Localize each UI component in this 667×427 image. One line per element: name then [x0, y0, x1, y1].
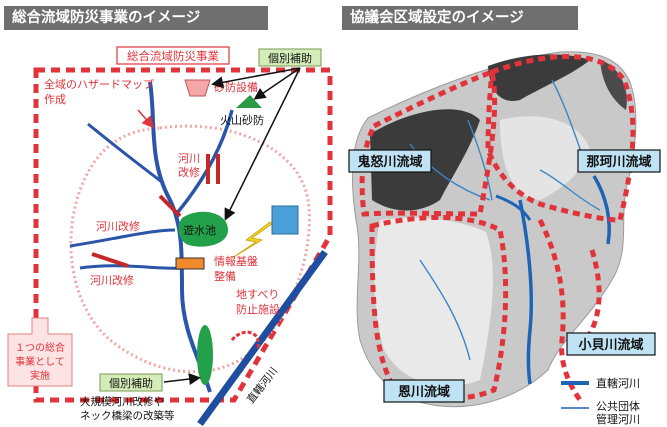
- basin-label-onu: 恩川流域: [398, 384, 450, 400]
- combined-project-line1: １つの総合: [15, 341, 65, 354]
- direct-river: [518, 199, 533, 385]
- hazard-arrow: [137, 109, 154, 129]
- lightning-icon: [231, 221, 273, 259]
- basin-label-naka: 那珂川流域: [586, 154, 651, 170]
- right-panel-title: 協議会区域設定のイメージ: [342, 6, 578, 30]
- landslide-line2: 防止施設: [236, 302, 280, 316]
- lowland-zone: [374, 217, 493, 387]
- improvement-segment: [91, 252, 129, 268]
- volcano-icon: [236, 95, 262, 108]
- program-label-box: [116, 46, 230, 65]
- subsidy-arrow: [211, 67, 301, 89]
- landslide-line1: 地すべり: [236, 288, 279, 301]
- public-river: [539, 169, 601, 211]
- sabo-dam-icon: [184, 79, 211, 97]
- left-panel-title: 総合流域防災事業のイメージ: [4, 6, 268, 30]
- basin-boundary-onu: [369, 215, 509, 401]
- hazard-map-line1: 全域のハザードマップ: [44, 77, 154, 91]
- subsidy-box-top: [258, 48, 322, 67]
- program-label: 総合流域防災事業: [127, 49, 219, 63]
- info-infra-line1: 情報基盤: [214, 255, 258, 268]
- mountain-zone: [488, 54, 590, 101]
- bottom-note-line2: ネック橋梁の改築等: [80, 409, 175, 422]
- legend-direct-label: 直轄河川: [596, 376, 640, 390]
- river-improvement-mid: 河川改修: [96, 219, 140, 233]
- basin-label-kinu: 鬼怒川流域: [357, 154, 422, 170]
- landslide-mark: [230, 330, 261, 349]
- basin-label-box: [348, 149, 432, 173]
- river-improvement-bottom: 河川改修: [90, 273, 134, 287]
- subsidy-arrow: [224, 67, 301, 221]
- subsidy-label-bottom: 個別補助: [109, 376, 153, 390]
- retention-pond: [178, 211, 228, 247]
- basin-boundary-kinu: [359, 68, 498, 217]
- retention-pond-label: 遊水池: [183, 223, 216, 237]
- river-improvement-line2: 改修: [178, 165, 200, 179]
- subsidy-label-top: 個別補助: [268, 51, 312, 65]
- combined-project-line2: 事業として: [15, 355, 65, 368]
- hazard-map-line2: 作成: [44, 93, 66, 106]
- camera-icon: [175, 257, 205, 270]
- basin-boundary-naka: [485, 54, 636, 223]
- river-improvement-line1: 河川: [178, 152, 200, 165]
- sabo-facility-label: 砂防設備: [214, 80, 258, 94]
- public-river: [467, 119, 493, 201]
- subsidy-arrow: [253, 67, 301, 100]
- volcano-sabo-label: 火山砂防: [220, 113, 264, 127]
- downstream-pond: [197, 325, 213, 385]
- basin-label-box: [383, 379, 465, 403]
- bottom-note-line1: 大規模河川改修や: [80, 395, 164, 408]
- tributary: [87, 122, 163, 184]
- info-infra-line2: 整備: [214, 269, 236, 283]
- improvement-segment: [158, 194, 182, 218]
- legend-public-line2: 管理河川: [596, 412, 640, 426]
- direct-river: [495, 194, 532, 221]
- basin-label-box: [566, 332, 656, 356]
- mountain-zone: [600, 60, 627, 110]
- direct-river-line: [197, 249, 328, 427]
- lowland-zone: [500, 116, 590, 200]
- legend-public-line1: 公共団体: [596, 399, 640, 413]
- subsidy-box-bottom: [99, 373, 163, 392]
- basin-label-box: [577, 149, 661, 173]
- direct-river: [592, 175, 611, 245]
- subsidy-arrow-bottom: [163, 373, 201, 386]
- info-sensor-icon: [271, 205, 299, 235]
- public-river: [419, 259, 471, 361]
- basin-label-kogai: 小貝川流域: [578, 337, 643, 353]
- combined-project-line3: 実施: [30, 369, 50, 382]
- tributary: [79, 264, 185, 270]
- combined-project-callout: [7, 317, 73, 387]
- tributary: [69, 228, 176, 248]
